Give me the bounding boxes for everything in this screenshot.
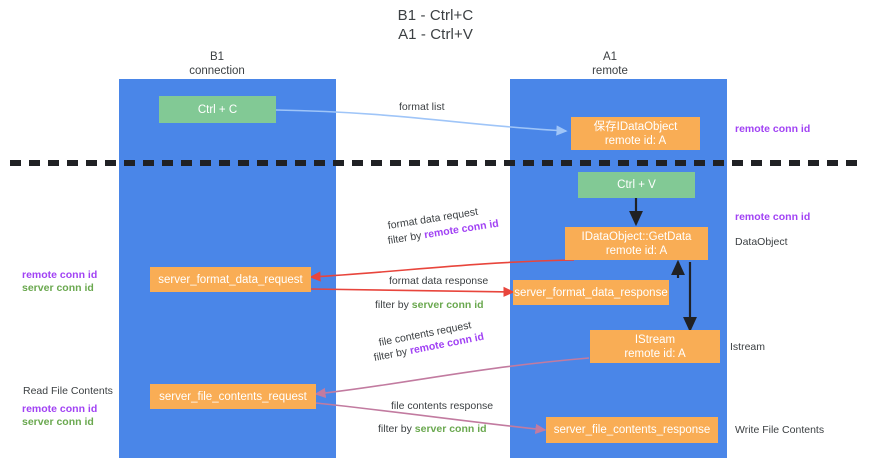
node-ctrl-v[interactable]: Ctrl + V: [578, 172, 695, 198]
node-ctrl-v-label: Ctrl + V: [617, 179, 656, 191]
node-istream-line1: IStream: [634, 333, 676, 346]
phase-separator: [10, 160, 865, 166]
node-getdata-line2: remote id: A: [605, 244, 668, 257]
title-line-1: B1 - Ctrl+C: [397, 7, 474, 24]
node-getdata-line1: IDataObject::GetData: [581, 230, 692, 243]
page-title: B1 - Ctrl+C A1 - Ctrl+V: [0, 6, 871, 44]
annotation-left-server-conn-id-bottom: server conn id: [22, 416, 94, 428]
node-server-format-data-request-label: server_format_data_request: [158, 273, 303, 286]
node-idataobject-line2: remote id: A: [604, 134, 667, 147]
annotation-remote-conn-id-mid: remote conn id: [735, 211, 811, 223]
node-idataobject-line1: 保存IDataObject: [593, 120, 678, 133]
annotation-write-file-contents: Write File Contents: [735, 424, 825, 436]
annotation-dataobject: DataObject: [735, 236, 788, 248]
node-server-format-data-response[interactable]: server_format_data_response: [513, 280, 669, 305]
node-ctrl-c-label: Ctrl + C: [197, 103, 238, 116]
edge-filter-prefix-2: filter by: [375, 299, 412, 311]
annotation-left-server-conn-id-mid: server conn id: [22, 282, 94, 294]
node-server-file-contents-request[interactable]: server_file_contents_request: [150, 384, 316, 409]
column-header-b1: B1 connection: [117, 50, 317, 78]
edge-filter-file-contents-response: filter by server conn id: [378, 423, 487, 436]
edge-label-format-data-response: format data response: [389, 275, 489, 287]
node-idataobject-getdata[interactable]: IDataObject::GetData remote id: A: [565, 227, 708, 260]
edge-filter-prefix-4: filter by: [378, 423, 415, 435]
node-idataobject[interactable]: 保存IDataObject remote id: A: [571, 117, 700, 150]
annotation-left-remote-conn-id-mid: remote conn id: [22, 269, 98, 281]
node-server-file-contents-request-label: server_file_contents_request: [159, 390, 307, 403]
node-server-format-data-request[interactable]: server_format_data_request: [150, 267, 311, 292]
node-server-format-data-response-label: server_format_data_response: [514, 286, 668, 299]
node-ctrl-c[interactable]: Ctrl + C: [159, 96, 276, 123]
edge-label-format-list: format list: [399, 101, 445, 113]
column-header-b1-role: connection: [189, 65, 245, 77]
node-istream-line2: remote id: A: [624, 347, 686, 360]
column-header-a1-role: remote: [592, 65, 628, 77]
node-istream[interactable]: IStream remote id: A: [590, 330, 720, 363]
annotation-read-file-contents: Read File Contents: [23, 385, 113, 397]
edge-filter-key-4: server conn id: [414, 423, 487, 435]
node-server-file-contents-response-label: server_file_contents_response: [553, 424, 711, 436]
column-header-a1-name: A1: [602, 51, 618, 63]
edge-filter-prefix-3: filter by: [372, 345, 412, 364]
column-header-a1: A1 remote: [510, 50, 710, 78]
edge-filter-key-2: server conn id: [411, 299, 484, 311]
column-header-b1-name: B1: [209, 51, 225, 63]
title-line-2: A1 - Ctrl+V: [398, 26, 473, 43]
edge-filter-format-data-response: filter by server conn id: [375, 299, 484, 312]
annotation-istream: Istream: [730, 341, 766, 353]
annotation-remote-conn-id-top: remote conn id: [735, 123, 811, 135]
node-server-file-contents-response[interactable]: server_file_contents_response: [546, 417, 718, 443]
edge-label-file-contents-response: file contents response: [391, 400, 494, 412]
annotation-left-remote-conn-id-bottom: remote conn id: [22, 403, 98, 415]
